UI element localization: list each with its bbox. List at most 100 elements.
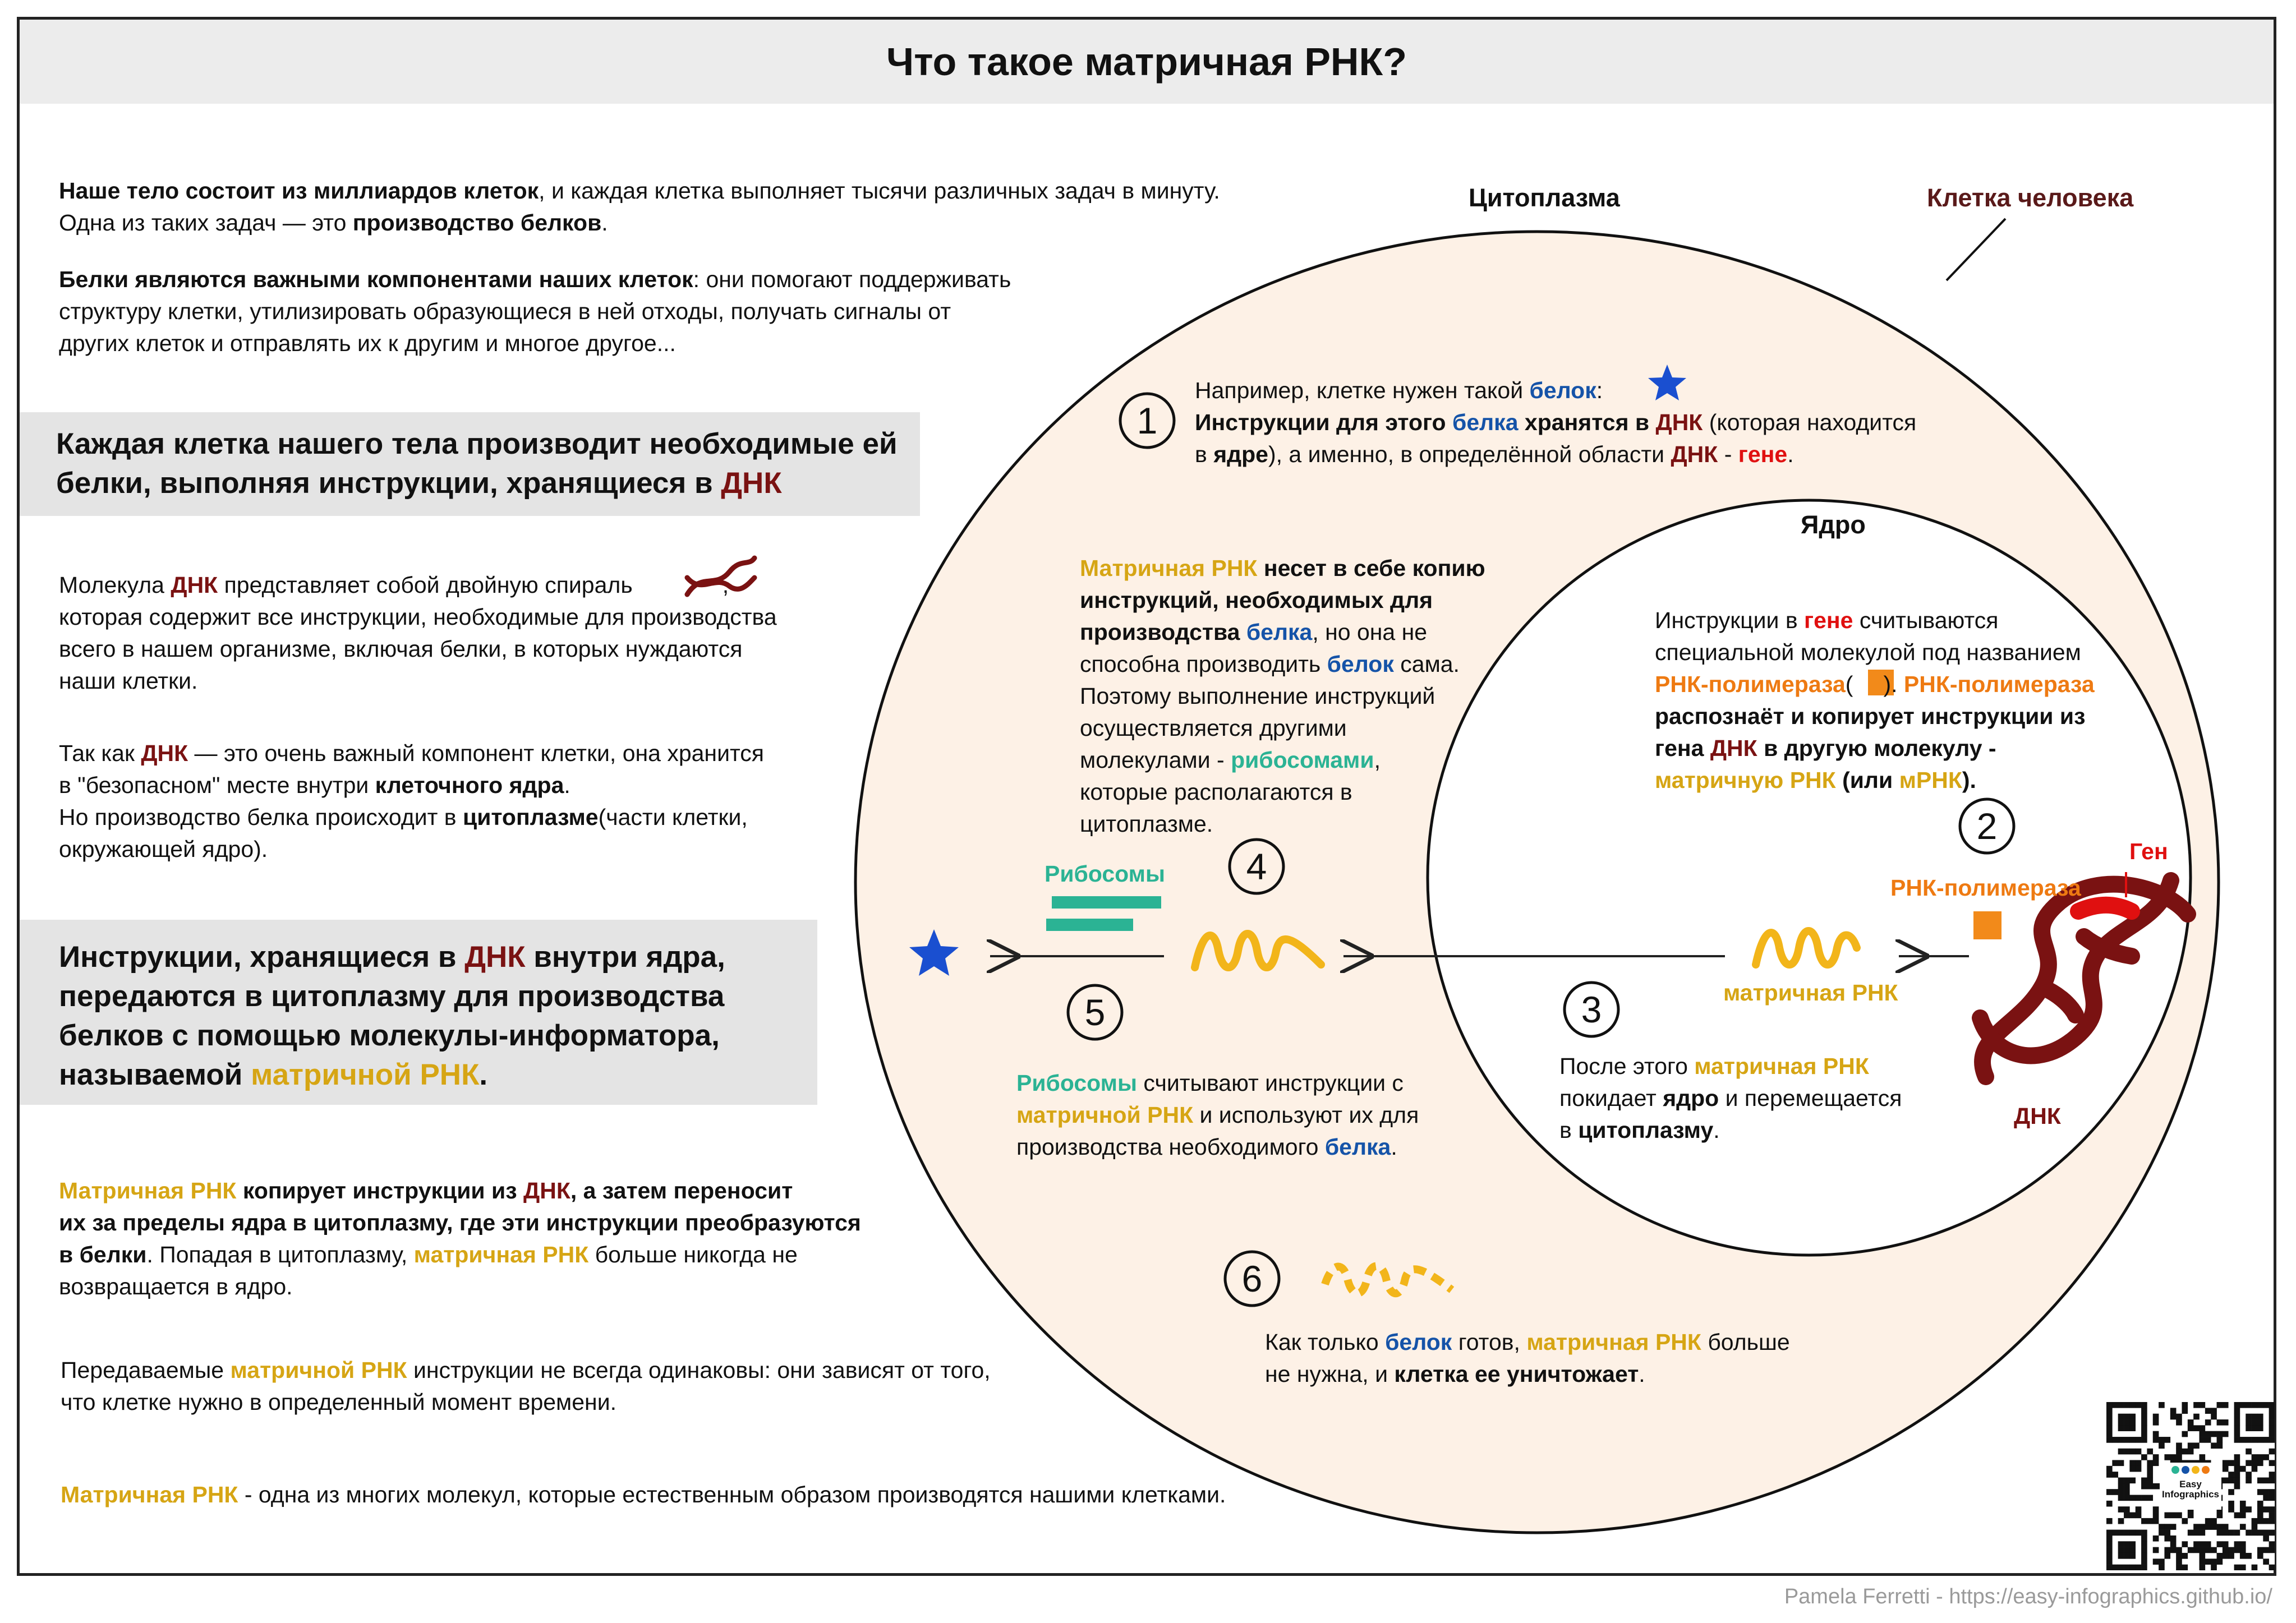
- qr-module: [2164, 1552, 2171, 1559]
- qr-module: [2269, 1512, 2275, 1519]
- qr-module: [2187, 1448, 2194, 1455]
- qr-module: [2263, 1402, 2269, 1408]
- qr-module: [2159, 1437, 2165, 1443]
- s3-mrna: матричная РНК: [1694, 1053, 1869, 1079]
- proteins-text-1: : они помогают поддерживать: [693, 266, 1011, 292]
- closing-paragraph: Матричная РНК - одна из многих молекул, …: [61, 1479, 1226, 1511]
- qr-module: [2129, 1425, 2136, 1432]
- qr-module: [2251, 1518, 2258, 1524]
- qr-module: [2228, 1547, 2234, 1553]
- qr-module: [2216, 1402, 2223, 1408]
- qr-module: [2152, 1483, 2159, 1490]
- qr-module: [2124, 1437, 2130, 1443]
- variability-text-3: что клетке нужно в определенный момент в…: [61, 1389, 616, 1415]
- qr-module: [2228, 1506, 2234, 1513]
- qr-module: [2246, 1419, 2252, 1426]
- qr-pattern: [2106, 1402, 2275, 1571]
- qr-module: [2152, 1547, 2159, 1553]
- variability-mrna: матричной РНК: [230, 1357, 407, 1383]
- qr-module: [2147, 1518, 2154, 1524]
- qr-brand-line-1: Easy: [2179, 1479, 2202, 1490]
- qr-module: [2257, 1518, 2263, 1524]
- nucleus-text-1: Так как: [59, 740, 141, 766]
- s6-l2c: .: [1639, 1361, 1645, 1387]
- qr-module: [2152, 1431, 2159, 1437]
- qr-module: [2141, 1529, 2147, 1536]
- dna-line-3: всего в нашем организме, включая белки, …: [59, 636, 743, 662]
- qr-module: [2251, 1465, 2258, 1472]
- page-title: Что такое матричная РНК?: [886, 40, 1407, 84]
- qr-module: [2193, 1442, 2200, 1449]
- qr-module: [2205, 1419, 2211, 1426]
- qr-module: [2129, 1552, 2136, 1559]
- s2-l1a: Инструкции в: [1655, 607, 1805, 633]
- qr-module: [2199, 1559, 2206, 1565]
- qr-module: [2269, 1402, 2275, 1408]
- s3-nucleus: ядро: [1663, 1085, 1719, 1111]
- qr-module: [2246, 1472, 2252, 1478]
- qr-module: [2234, 1425, 2240, 1432]
- qr-module: [2251, 1524, 2258, 1530]
- qr-module: [2112, 1489, 2118, 1495]
- qr-code[interactable]: Easy Infographics: [2106, 1402, 2275, 1571]
- s6-mrna: матричная РНК: [1526, 1329, 1701, 1355]
- qr-module: [2211, 1559, 2217, 1565]
- qr-module: [2228, 1500, 2234, 1507]
- s4-l7c: ,: [1374, 747, 1381, 773]
- qr-module: [2199, 1431, 2206, 1437]
- qr-module: [2251, 1454, 2258, 1460]
- qr-module: [2205, 1559, 2211, 1565]
- box1-line-1: Каждая клетка нашего тела производит нео…: [56, 427, 898, 460]
- qr-module: [2228, 1489, 2234, 1495]
- s4-l4c: сама.: [1393, 651, 1460, 677]
- qr-module: [2205, 1541, 2211, 1547]
- s2-gene: гене: [1804, 607, 1853, 633]
- s4-l4a: способна производить: [1080, 651, 1327, 677]
- qr-module: [2269, 1408, 2275, 1414]
- qr-module: [2170, 1454, 2177, 1460]
- ribosome-small-subunit: [1046, 919, 1133, 931]
- qr-module: [2239, 1541, 2246, 1547]
- nucleus-dna: ДНК: [141, 740, 188, 766]
- qr-module: [2222, 1402, 2229, 1408]
- qr-module: [2170, 1512, 2177, 1519]
- qr-module: [2152, 1535, 2159, 1542]
- qr-module: [2251, 1564, 2258, 1571]
- qr-module: [2106, 1437, 2113, 1443]
- qr-module: [2141, 1541, 2147, 1547]
- step-2-number: 2: [1976, 805, 1998, 847]
- qr-module: [2269, 1529, 2275, 1536]
- qr-module: [2170, 1413, 2177, 1420]
- qr-module: [2129, 1512, 2136, 1519]
- qr-module: [2147, 1483, 2154, 1490]
- qr-module: [2118, 1518, 2124, 1524]
- nucleus-text-3: в "безопасном" месте внутри: [59, 772, 375, 798]
- variability-text-1: Передаваемые: [61, 1357, 231, 1383]
- mrna-label: матричная РНК: [1723, 980, 1898, 1006]
- s6-l1e: больше: [1701, 1329, 1790, 1355]
- qr-module: [2170, 1408, 2177, 1414]
- intro-bold-cells: Наше тело состоит из миллиардов клеток: [59, 178, 539, 204]
- dna-line-4: наши клетки.: [59, 668, 198, 694]
- inline-dna-helix-icon: [684, 555, 757, 597]
- qr-module: [2124, 1477, 2130, 1484]
- qr-module: [2257, 1506, 2263, 1513]
- qr-module: [2257, 1437, 2263, 1443]
- proteins-bold: Белки являются важными компонентами наши…: [59, 266, 693, 292]
- step-2-text: Инструкции в гене считываются специально…: [1655, 605, 2095, 796]
- qr-module: [2164, 1524, 2171, 1530]
- qr-module: [2170, 1547, 2177, 1553]
- qr-module: [2234, 1472, 2240, 1478]
- s4-l1b: несет в себе копию: [1257, 555, 1485, 581]
- qr-module: [2129, 1547, 2136, 1553]
- qr-module: [2199, 1437, 2206, 1443]
- footer-credit[interactable]: Pamela Ferretti - https://easy-infograph…: [1784, 1585, 2272, 1608]
- s4-l8: которые располагаются в: [1080, 779, 1352, 805]
- step-2-circle: [1958, 797, 2016, 855]
- qr-module: [2199, 1541, 2206, 1547]
- qr-module: [2141, 1477, 2147, 1484]
- qr-module: [2106, 1431, 2113, 1437]
- qr-module: [2159, 1559, 2165, 1565]
- qr-module: [2257, 1419, 2263, 1426]
